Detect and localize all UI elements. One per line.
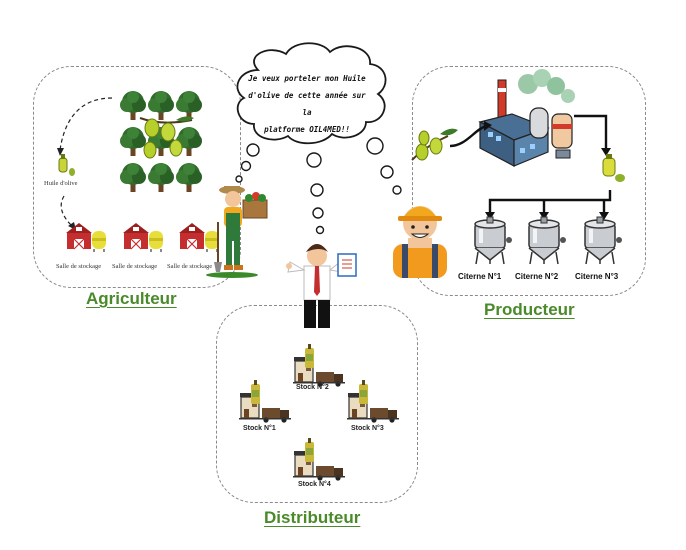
stock-label-4: Stock N°4 bbox=[298, 481, 331, 488]
producteur-title: Producteur bbox=[484, 300, 575, 319]
storage-label-2: Salle de stockage bbox=[112, 263, 158, 270]
oil-jug-icon bbox=[602, 154, 625, 182]
speech-line-1: Je veux porteler mon Huile bbox=[248, 74, 366, 83]
storage-label-1: Salle de stockage bbox=[56, 263, 102, 270]
flow-arrow-grove-to-oil bbox=[59, 97, 113, 151]
speech-line-2: d'olive de cette année sur la bbox=[248, 91, 366, 117]
flow-arrow-oil-to-storage bbox=[60, 195, 73, 227]
stock-label-2: Stock N°2 bbox=[296, 384, 329, 391]
producer-illustration bbox=[393, 206, 447, 278]
olive-grove bbox=[120, 91, 202, 192]
stock-label-3: Stock N°3 bbox=[351, 425, 384, 432]
producteur-panel bbox=[412, 66, 646, 296]
distributor-illustration bbox=[286, 244, 357, 328]
speech-line-3: platforme OIL4MED!! bbox=[264, 125, 350, 134]
storage-tanks bbox=[474, 216, 623, 265]
farmer-illustration bbox=[206, 186, 268, 278]
olive-branch-icon bbox=[139, 116, 194, 159]
thought-circles bbox=[235, 137, 402, 235]
tank-label-1: Citerne N°1 bbox=[458, 272, 502, 281]
production-flow-arrows bbox=[449, 114, 612, 214]
olive-oil-bottle-icon bbox=[58, 154, 75, 176]
storage-label-3: Salle de stockage bbox=[167, 263, 213, 270]
factory-illustration bbox=[478, 69, 575, 167]
tank-label-2: Citerne N°2 bbox=[515, 272, 559, 281]
distributeur-title: Distributeur bbox=[264, 508, 361, 527]
agriculteur-title: Agriculteur bbox=[86, 289, 177, 308]
speech-bubble-text: Je veux porteler mon Huile d'olive de ce… bbox=[246, 70, 368, 138]
stock-icons bbox=[238, 343, 400, 482]
olive-input-icon bbox=[411, 128, 458, 161]
tank-label-3: Citerne N°3 bbox=[575, 272, 619, 281]
storage-barns bbox=[65, 222, 219, 252]
stock-label-1: Stock N°1 bbox=[243, 425, 276, 432]
speech-bubble bbox=[236, 42, 387, 145]
olive-oil-label: Huile d'olive bbox=[44, 180, 78, 187]
